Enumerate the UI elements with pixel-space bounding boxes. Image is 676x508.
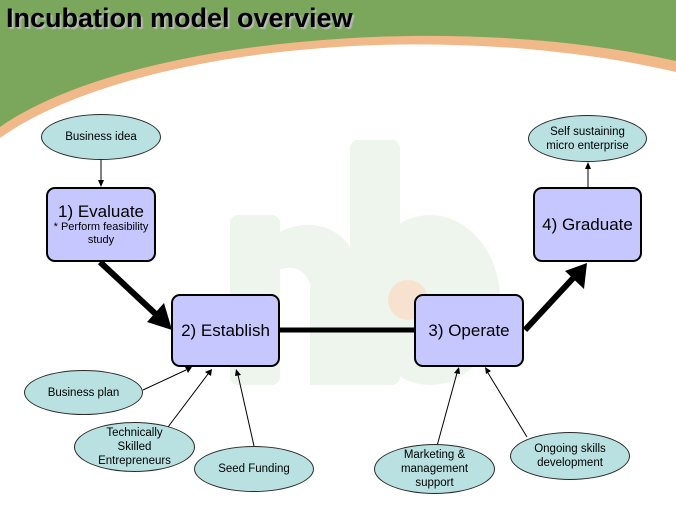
arrow-marketing-support	[436, 372, 458, 447]
oval-skills-development-label: Ongoing skills development	[534, 443, 606, 469]
arrowhead-business-idea	[98, 180, 104, 187]
arrow-operate-to-graduate	[522, 272, 579, 333]
stage-graduate-label: 4) Graduate	[542, 215, 633, 234]
arrow-seed-funding	[237, 374, 255, 447]
header-banner-green	[0, 0, 676, 127]
arrowhead-skills-development	[485, 367, 491, 374]
arrowhead-establish	[147, 303, 172, 330]
oval-seed-funding-label: Seed Funding	[218, 463, 290, 475]
stage-operate: 3) Operate	[414, 294, 524, 367]
oval-marketing-support: Marketing & management support	[374, 444, 495, 494]
oval-business-plan: Business plan	[24, 370, 143, 415]
stage-evaluate-note: * Perform feasibility study	[53, 221, 149, 246]
stage-establish: 2) Establish	[171, 294, 280, 367]
arrowhead-marketing-support	[454, 367, 460, 374]
oval-skills-development: Ongoing skills development	[510, 432, 630, 480]
oval-skilled-entrepreneurs-label: Technically Skilled Entrepreneurs	[98, 427, 171, 467]
arrowhead-business-plan	[185, 367, 192, 373]
arrow-business-plan	[142, 369, 187, 391]
oval-business-idea: Business idea	[41, 114, 161, 160]
stage-operate-label: 3) Operate	[428, 321, 510, 340]
page-title: Incubation model overview	[6, 3, 353, 33]
stage-evaluate: 1) Evaluate * Perform feasibility study	[46, 187, 156, 262]
oval-business-idea-label: Business idea	[65, 131, 137, 143]
arrow-skilled-entrepreneurs	[167, 373, 209, 428]
arrowhead-self-sustaining	[585, 162, 591, 169]
stage-graduate: 4) Graduate	[533, 187, 642, 262]
oval-skilled-entrepreneurs: Technically Skilled Entrepreneurs	[74, 422, 195, 472]
oval-marketing-support-label: Marketing & management support	[400, 449, 469, 489]
oval-business-plan-label: Business plan	[47, 386, 120, 399]
stage-evaluate-label: 1) Evaluate	[58, 202, 144, 221]
arrow-skills-development	[487, 372, 528, 438]
oval-self-sustaining: Self sustaining micro enterprise	[528, 115, 647, 162]
oval-seed-funding: Seed Funding	[194, 446, 314, 492]
stage-establish-label: 2) Establish	[181, 321, 270, 340]
arrowhead-skilled-entrepreneurs	[205, 369, 212, 376]
oval-self-sustaining-label: Self sustaining micro enterprise	[546, 125, 629, 152]
arrowhead-seed-funding	[235, 369, 241, 376]
arrow-evaluate-to-establish	[97, 259, 164, 322]
arrowhead-graduate	[565, 263, 587, 289]
